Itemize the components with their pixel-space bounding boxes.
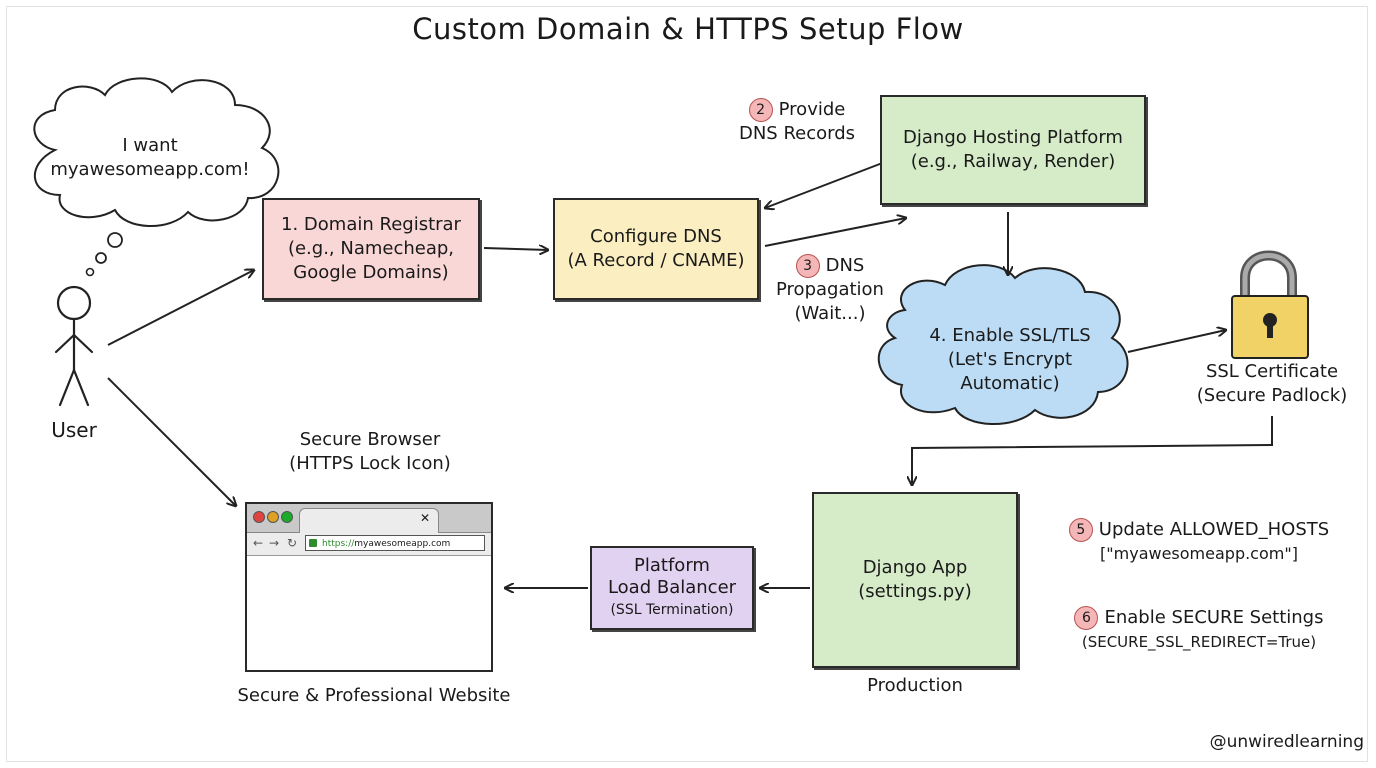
close-dot-icon — [253, 511, 265, 523]
browser-tab: ✕ — [299, 508, 439, 533]
step-3-badge: 3 — [795, 254, 820, 278]
domain-registrar-box: 1. Domain Registrar (e.g., Namecheap, Go… — [262, 198, 480, 300]
load-balancer-line-3: (SSL Termination) — [610, 602, 734, 618]
ssl-cloud-shape — [877, 264, 1129, 426]
url-protocol: https:// — [322, 539, 355, 549]
thought-cloud-icon — [33, 77, 280, 277]
ssl-cloud-line-1: 4. Enable SSL/TLS — [929, 325, 1091, 346]
browser-caption-line-1: Secure Browser — [299, 429, 441, 450]
user-thought-line-1: I want — [122, 135, 178, 156]
step-2-badge: 2 — [748, 98, 773, 122]
configure-dns-line-1: Configure DNS — [590, 226, 722, 247]
address-bar: https://myawesomeapp.com — [305, 535, 485, 551]
django-app-box: Django App (settings.py) — [812, 492, 1018, 668]
ssl-certificate-label: SSL Certificate (Secure Padlock) — [1180, 360, 1364, 408]
step-6-title: Enable SECURE Settings — [1104, 607, 1324, 628]
step-5-sub: ["myawesomeapp.com"] — [1100, 544, 1298, 563]
django-app-line-1: Django App — [862, 557, 968, 578]
production-label: Production — [867, 675, 963, 696]
maximize-dot-icon — [281, 511, 293, 523]
configure-dns-box: Configure DNS (A Record / CNAME) — [553, 198, 759, 300]
hosting-line-1: Django Hosting Platform — [903, 127, 1123, 148]
browser-footer: Secure & Professional Website — [237, 685, 511, 706]
ssl-cloud-line-3: Automatic) — [960, 373, 1060, 394]
load-balancer-box: Platform Load Balancer (SSL Termination) — [590, 546, 754, 630]
browser-toolbar: ← → ↻ https://myawesomeapp.com — [247, 533, 491, 556]
registrar-line-2: (e.g., Namecheap, — [287, 238, 455, 259]
tab-close-icon: ✕ — [419, 511, 430, 525]
stick-figure-icon — [54, 285, 94, 407]
user-thought: I want myawesomeapp.com! — [50, 134, 250, 182]
step-6-badge: 6 — [1074, 606, 1099, 630]
reload-icon: ↻ — [287, 536, 298, 550]
step-3-line-1: DNS — [825, 255, 865, 276]
registrar-line-3: Google Domains) — [293, 262, 449, 283]
browser-caption: Secure Browser (HTTPS Lock Icon) — [250, 428, 490, 476]
credit-handle: @unwiredlearning — [1209, 732, 1364, 752]
diagram-frame — [6, 6, 1368, 762]
https-lock-icon — [309, 539, 317, 547]
hosting-platform-box: Django Hosting Platform (e.g., Railway, … — [880, 95, 1146, 205]
django-app-line-2: (settings.py) — [858, 581, 972, 602]
browser-titlebar: ✕ — [247, 504, 491, 533]
diagram-title: Custom Domain & HTTPS Setup Flow — [412, 12, 964, 46]
configure-dns-line-2: (A Record / CNAME) — [567, 250, 745, 271]
back-arrow-icon: ← — [253, 536, 264, 550]
step-3-line-2: Propagation — [776, 279, 884, 300]
user-thought-line-2: myawesomeapp.com! — [50, 159, 250, 180]
url-host: myawesomeapp.com — [354, 539, 451, 549]
ssl-cert-line-1: SSL Certificate — [1205, 361, 1339, 382]
ssl-cloud-line-2: (Let's Encrypt — [947, 349, 1073, 370]
padlock-icon — [1231, 250, 1309, 359]
load-balancer-line-1: Platform — [634, 555, 710, 576]
step-6-sub: (SECURE_SSL_REDIRECT=True) — [1081, 633, 1317, 651]
hosting-line-2: (e.g., Railway, Render) — [910, 151, 1116, 172]
browser-window-icon: ✕ ← → ↻ https://myawesomeapp.com — [245, 502, 493, 672]
step-3-line-3: (Wait...) — [794, 303, 866, 324]
registrar-line-1: 1. Domain Registrar — [281, 214, 461, 235]
step-5-title: Update ALLOWED_HOSTS — [1098, 519, 1330, 540]
load-balancer-line-2: Load Balancer — [607, 577, 737, 598]
user-label: User — [51, 418, 97, 442]
step-2-line-1: Provide — [778, 99, 846, 120]
step-2-line-2: DNS Records — [738, 123, 856, 144]
forward-arrow-icon: → — [269, 536, 280, 550]
ssl-cert-line-2: (Secure Padlock) — [1196, 385, 1348, 406]
step-5-badge: 5 — [1068, 518, 1093, 542]
ssl-cloud-text: 4. Enable SSL/TLS (Let's Encrypt Automat… — [900, 324, 1120, 396]
browser-caption-line-2: (HTTPS Lock Icon) — [289, 453, 451, 474]
minimize-dot-icon — [267, 511, 279, 523]
